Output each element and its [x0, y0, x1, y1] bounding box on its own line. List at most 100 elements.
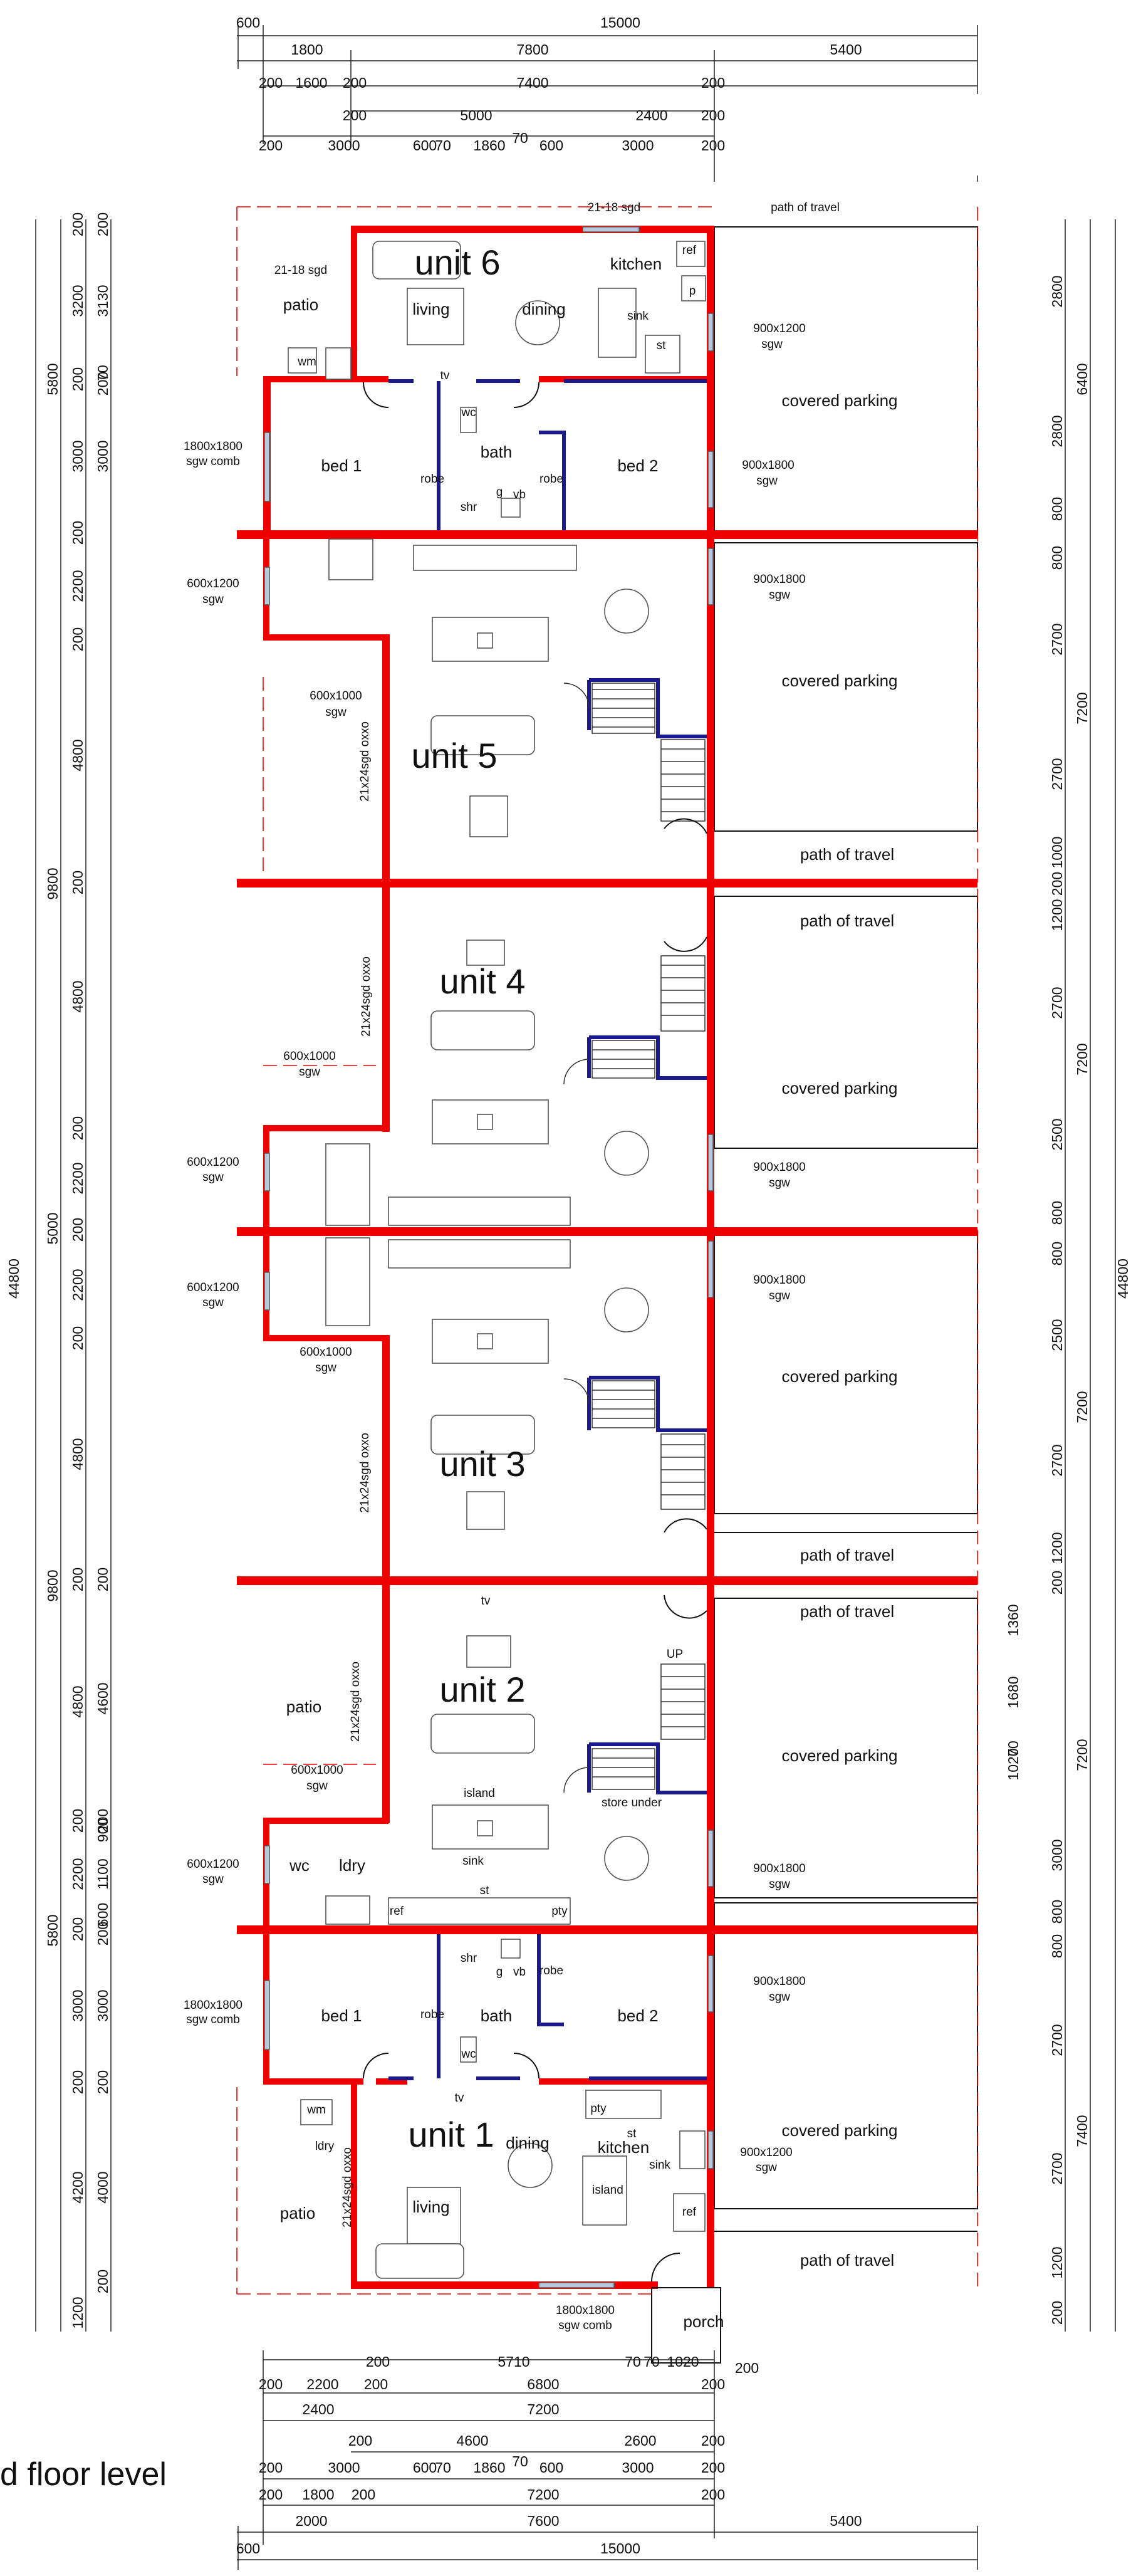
- dim-bottom: 7200: [527, 2401, 559, 2417]
- dim-bottom: 15000: [600, 2540, 640, 2557]
- dim-left-mid: 9800: [44, 867, 61, 899]
- annotation-label: tv: [440, 369, 450, 382]
- room-label: covered parking: [782, 2121, 898, 2140]
- dim-right-inner: 1200: [1049, 1532, 1065, 1564]
- dim-top-18: 70: [435, 137, 451, 154]
- unit-label: unit 4: [440, 961, 526, 1001]
- dim-left-inner: 200: [70, 2070, 86, 2094]
- room-label: living: [412, 2197, 449, 2216]
- annotation-label: island: [464, 1787, 495, 1800]
- dim-left-inner2: 200: [95, 2070, 111, 2094]
- dim-right-mid: 7200: [1074, 692, 1090, 724]
- annotation-label: wm: [297, 355, 316, 369]
- dim-top-1: 600: [236, 14, 260, 31]
- annotation-label: sgw comb: [186, 2013, 240, 2026]
- site-boundary: [236, 206, 714, 2295]
- annotation-label: wm: [306, 2103, 326, 2117]
- annotation-label: pty: [590, 2102, 607, 2115]
- dim-bottom: 4600: [456, 2432, 488, 2449]
- annotation-label: 21-18 sgd: [274, 264, 328, 277]
- dim-left-inner2: 70: [95, 365, 111, 381]
- dim-right-inner: 200: [1049, 872, 1065, 896]
- dim-bottom: 2400: [302, 2401, 334, 2417]
- dim-right-inner: 2700: [1049, 987, 1065, 1018]
- dim-left-inner2: 200: [95, 2270, 111, 2293]
- dim-bottom: 200: [259, 2486, 283, 2503]
- dim-right-inner: 1200: [1049, 899, 1065, 931]
- room-label: covered parking: [782, 671, 898, 690]
- dim-right-mid: 6400: [1074, 363, 1090, 395]
- dim-bottom: 200: [364, 2376, 388, 2392]
- annotation-label: sgw: [315, 1361, 336, 1374]
- dim-bottom: 200: [348, 2432, 372, 2449]
- annotation-label: sgw: [325, 706, 347, 719]
- dim-top-13: 2400: [635, 107, 667, 123]
- dim-right-inner: 3000: [1049, 1839, 1065, 1871]
- room-label: wc: [289, 1856, 310, 1875]
- door-label: 21x24sgd oxxo: [341, 2147, 354, 2228]
- room-label: bed 1: [321, 456, 362, 475]
- dim-left-inner: 4800: [70, 1685, 86, 1717]
- dim-bottom: 6800: [527, 2376, 559, 2392]
- dim-left-inner2: 1100: [95, 1858, 111, 1889]
- dim-left-inner2: 200: [95, 372, 111, 395]
- annotation-label: wc: [461, 406, 476, 419]
- dim-left-inner: 2200: [70, 1858, 86, 1890]
- annotation-label: robe: [420, 473, 444, 486]
- annotation-label: sgw: [306, 1779, 328, 1793]
- dim-bottom: 200: [259, 2376, 283, 2392]
- room-label: patio: [280, 2204, 315, 2223]
- annotation-label: sgw: [756, 474, 778, 488]
- dim-right-total: 44800: [1115, 1259, 1131, 1299]
- annotation-label: ref: [682, 244, 697, 257]
- bottom-dimension-strings: [237, 2350, 978, 2570]
- dim-right-inner: 2700: [1049, 2152, 1065, 2184]
- dim-left-inner: 200: [70, 1218, 86, 1242]
- door-label: 21x24sgd oxxo: [358, 1433, 372, 1513]
- dim-bottom: 70: [435, 2459, 451, 2476]
- dim-left-mid: 5800: [44, 363, 61, 395]
- dim-top-17: 600: [413, 137, 437, 154]
- room-label: kitchen: [598, 2138, 649, 2157]
- dim-left-inner: 200: [70, 627, 86, 651]
- dim-bottom: 200: [701, 2376, 725, 2392]
- dim-left-inner: 2200: [70, 1269, 86, 1301]
- dim-top-15: 200: [259, 137, 283, 154]
- annotation-label: 600x1200: [187, 1281, 239, 1294]
- dim-right-inner: 2500: [1049, 1118, 1065, 1150]
- dim-bottom: 2000: [295, 2513, 327, 2529]
- dim-top-5: 5400: [830, 41, 862, 58]
- annotation-label: sgw comb: [558, 2319, 612, 2332]
- dim-left-inner: 2200: [70, 1162, 86, 1194]
- room-label: patio: [286, 1697, 321, 1716]
- unit-label: unit 2: [440, 1670, 526, 1709]
- dim-bottom: 70: [512, 2453, 528, 2469]
- annotation-label: 900x1800: [753, 573, 805, 586]
- annotation-label: sgw: [769, 1991, 790, 2004]
- dim-right-inner: 800: [1049, 1934, 1065, 1958]
- dim-left-inner: 200: [70, 871, 86, 894]
- dim-right-mid: 7200: [1074, 1043, 1090, 1075]
- right-dimension-inner: 2800 2800 800 800 2700 2700 1000 200 120…: [1005, 275, 1065, 2325]
- dim-left-mid: 9800: [44, 1569, 61, 1601]
- dim-left-inner2: 4000: [95, 2171, 111, 2203]
- dim-top-20: 70: [512, 130, 528, 146]
- room-label: porch: [683, 2312, 724, 2331]
- dim-left-inner: 4800: [70, 980, 86, 1012]
- annotation-label: 600x1000: [291, 1764, 343, 1777]
- annotation-label: shr: [461, 501, 477, 514]
- room-label: living: [412, 300, 449, 318]
- dim-left-inner2: 4600: [95, 1682, 111, 1714]
- dim-right-inner: 2700: [1049, 758, 1065, 790]
- annotation-label: sgw: [769, 1176, 790, 1190]
- internal-walls: [388, 379, 707, 2080]
- bottom-dimension-labels: 200 70 5710 70 1020 200 200 2200 200 680…: [236, 2353, 862, 2557]
- dim-right-inner: 800: [1049, 1242, 1065, 1265]
- annotation-label: UP: [667, 1648, 683, 1661]
- right-dimension-mid: 6400 7200 7200 7200 7200 7400: [1074, 363, 1090, 2147]
- unit-label: unit 6: [415, 243, 501, 282]
- stairs: [563, 683, 706, 1793]
- dim-bottom: 1800: [302, 2486, 334, 2503]
